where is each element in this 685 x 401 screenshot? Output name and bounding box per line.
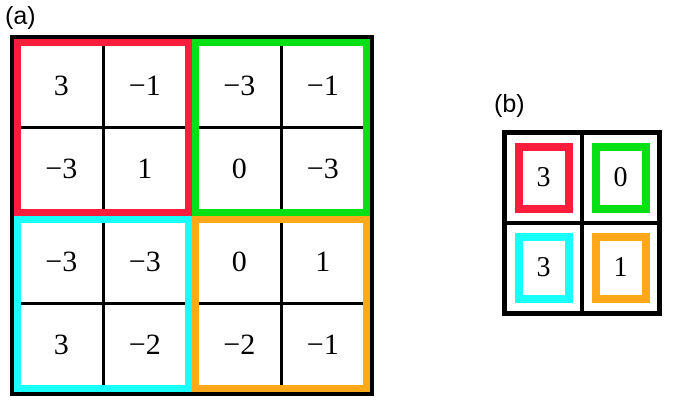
cell-red-r1c1: 1: [104, 128, 185, 209]
cell-red-r0c1: −1: [104, 46, 185, 126]
swatch-cyan: 3: [514, 233, 573, 303]
cell-cyan-r0c0: −3: [21, 222, 102, 303]
block-cyan: −3 −3 3 −2: [14, 215, 192, 392]
panel-b-cell-orange: 1: [584, 225, 657, 311]
block-orange: 0 1 −2 −1: [192, 215, 370, 392]
panel-b-cell-green: 0: [584, 135, 657, 221]
cell-red-r1c0: −3: [21, 128, 102, 209]
cell-orange-r1c1: −1: [282, 305, 363, 385]
cell-cyan-r0c1: −3: [104, 222, 185, 303]
cell-cyan-r1c1: −2: [104, 305, 185, 385]
block-green: −3 −1 0 −3: [192, 39, 370, 216]
panel-a-label: (a): [5, 2, 36, 30]
cell-red-r0c0: 3: [21, 46, 102, 126]
panel-b-label: (b): [494, 90, 525, 118]
swatch-orange: 1: [591, 233, 650, 303]
panel-b-grid: 3 0 3 1: [502, 130, 662, 316]
cell-green-r1c1: −3: [282, 128, 363, 209]
cell-green-r0c0: −3: [199, 46, 280, 126]
panel-b-cell-red: 3: [507, 135, 580, 221]
panel-a-grid: 3 −1 −3 1 −3 −1 0 −3 −3 −3 3 −2 0 1 −2 −…: [10, 35, 374, 396]
swatch-red: 3: [514, 143, 573, 213]
cell-green-r1c0: 0: [199, 128, 280, 209]
cell-orange-r0c0: 0: [199, 222, 280, 303]
cell-cyan-r1c0: 3: [21, 305, 102, 385]
cell-green-r0c1: −1: [282, 46, 363, 126]
swatch-green: 0: [591, 143, 650, 213]
cell-orange-r1c0: −2: [199, 305, 280, 385]
panel-b-cell-cyan: 3: [507, 225, 580, 311]
block-red: 3 −1 −3 1: [14, 39, 192, 216]
cell-orange-r0c1: 1: [282, 222, 363, 303]
